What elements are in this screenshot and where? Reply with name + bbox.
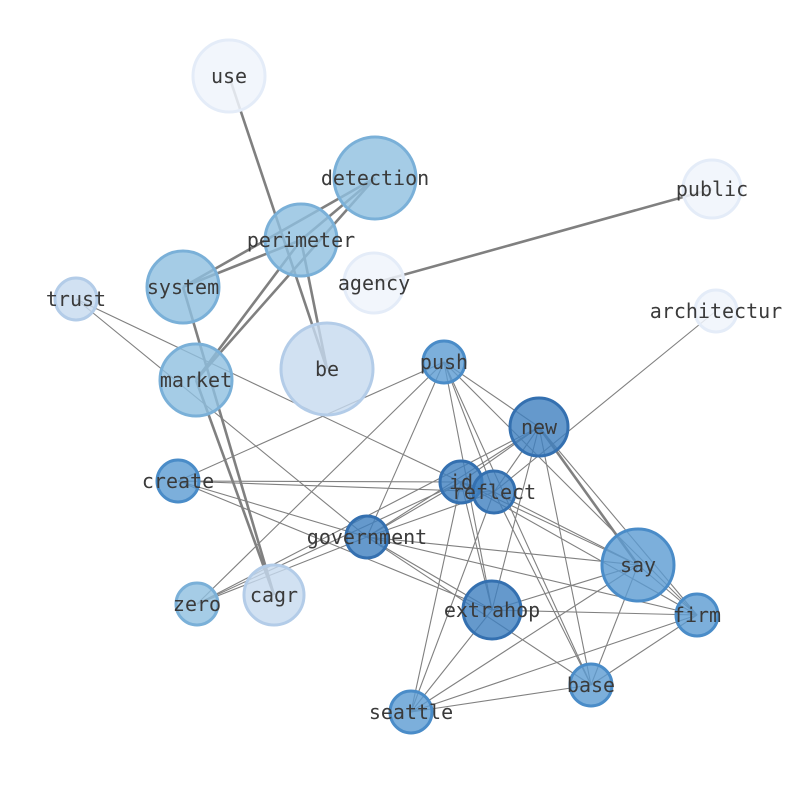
node-circle-new — [508, 396, 570, 458]
node-be: be — [279, 321, 375, 417]
node-agency: agency — [338, 251, 410, 315]
node-label-zero: zero — [173, 592, 221, 616]
node-circle-market — [158, 342, 234, 418]
edge-create-government — [177, 480, 368, 538]
edge-push-reflect — [443, 361, 495, 493]
node-trust: trust — [46, 276, 106, 322]
edge-create-id — [177, 480, 462, 483]
node-circle-seattle — [388, 689, 434, 735]
node-circle-create — [155, 458, 201, 504]
node-circle-be — [279, 321, 375, 417]
edge-system-cagr — [181, 286, 276, 596]
node-circle-cagr — [242, 563, 306, 627]
node-say: say — [600, 527, 676, 603]
node-detection: detection — [321, 135, 429, 221]
node-circle-trust — [53, 276, 99, 322]
node-label-use: use — [211, 64, 247, 88]
node-label-system: system — [147, 275, 219, 299]
node-architectur: architectur — [650, 288, 782, 334]
node-circle-push — [421, 339, 467, 385]
node-circle-detection — [332, 135, 418, 221]
node-label-cagr: cagr — [250, 583, 298, 607]
node-perimeter: perimeter — [247, 202, 355, 278]
node-label-market: market — [160, 368, 232, 392]
edge-extrahop-firm — [491, 609, 698, 616]
node-government: government — [307, 514, 427, 560]
node-seattle: seattle — [369, 689, 453, 735]
edge-base-seattle — [410, 684, 592, 713]
edge-say-seattle — [410, 564, 639, 713]
node-new: new — [508, 396, 570, 458]
node-reflect: reflect — [452, 469, 536, 515]
edge-push-create — [177, 361, 445, 482]
edge-detection-market — [195, 177, 376, 381]
node-zero: zero — [173, 581, 221, 627]
node-system: system — [145, 249, 221, 325]
edge-new-extrahop — [491, 426, 540, 611]
edge-reflect-seattle — [410, 491, 495, 713]
edge-reflect-base — [493, 491, 592, 686]
edge-firm-seattle — [410, 614, 698, 713]
node-label-reflect: reflect — [452, 480, 536, 504]
node-label-public: public — [676, 177, 748, 201]
node-label-id: id — [449, 470, 473, 494]
edge-create-extrahop — [177, 480, 493, 611]
node-circle-agency — [342, 251, 406, 315]
node-label-extrahop: extrahop — [444, 598, 540, 622]
node-label-say: say — [620, 553, 656, 577]
node-label-trust: trust — [46, 287, 106, 311]
edge-push-zero — [196, 361, 445, 605]
node-cagr: cagr — [242, 563, 306, 627]
node-label-detection: detection — [321, 166, 429, 190]
node-base: base — [567, 662, 615, 708]
node-layer: use detection public perimeter agency system t… — [46, 38, 782, 735]
edge-push-base — [443, 361, 592, 686]
node-circle-extrahop — [461, 579, 523, 641]
node-circle-government — [344, 514, 390, 560]
node-circle-firm — [674, 592, 720, 638]
node-extrahop: extrahop — [444, 579, 540, 641]
node-circle-reflect — [471, 469, 517, 515]
node-circle-public — [681, 158, 743, 220]
node-push: push — [420, 339, 468, 385]
edge-architectur-reflect — [493, 310, 717, 493]
node-label-base: base — [567, 673, 615, 697]
node-label-seattle: seattle — [369, 700, 453, 724]
edge-trust-id — [75, 298, 462, 483]
node-label-be: be — [315, 357, 339, 381]
edge-government-say — [366, 536, 639, 566]
edge-new-base — [538, 426, 592, 686]
node-circle-zero — [174, 581, 220, 627]
edge-push-government — [366, 361, 445, 538]
node-circle-use — [191, 38, 267, 114]
node-create: create — [142, 458, 214, 504]
node-label-new: new — [521, 415, 558, 439]
edge-trust-government — [75, 298, 368, 538]
node-circle-system — [145, 249, 221, 325]
edge-new-firm — [538, 426, 698, 616]
node-circle-architectur — [693, 288, 739, 334]
node-circle-base — [568, 662, 614, 708]
edge-id-seattle — [410, 481, 462, 713]
edge-market-cagr — [194, 379, 276, 596]
node-use: use — [191, 38, 267, 114]
node-label-agency: agency — [338, 271, 410, 295]
node-public: public — [676, 158, 748, 220]
node-circle-say — [600, 527, 676, 603]
node-market: market — [158, 342, 234, 418]
node-firm: firm — [673, 592, 721, 638]
node-label-push: push — [420, 350, 468, 374]
edge-zero-id — [196, 481, 462, 605]
node-label-perimeter: perimeter — [247, 228, 355, 252]
node-label-architectur: architectur — [650, 299, 782, 323]
node-circle-perimeter — [263, 202, 339, 278]
node-label-firm: firm — [673, 603, 721, 627]
node-label-create: create — [142, 469, 214, 493]
node-label-government: government — [307, 525, 427, 549]
edge-public-agency — [373, 187, 713, 285]
